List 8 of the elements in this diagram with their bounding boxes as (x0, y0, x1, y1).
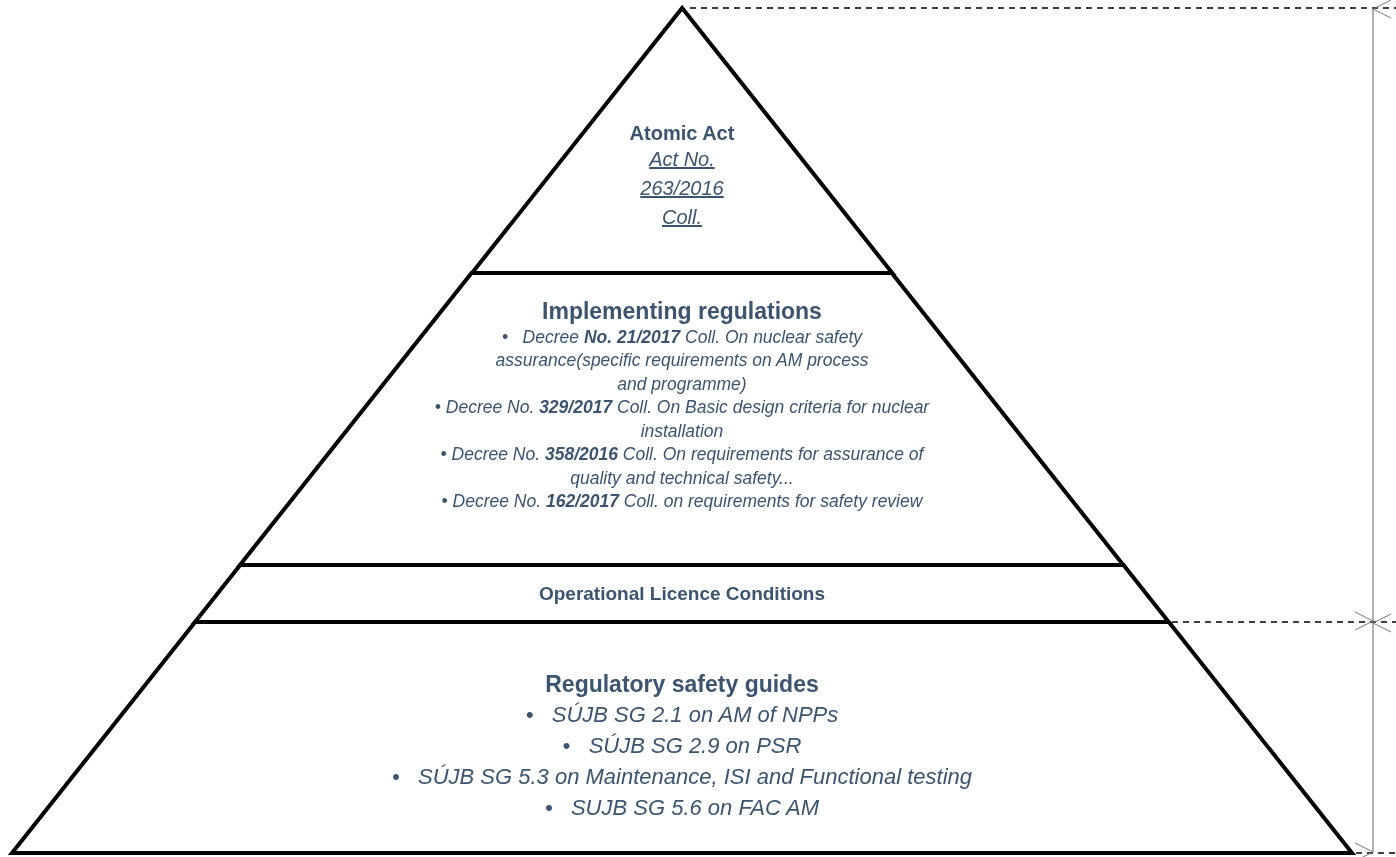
act-reference: Act No. 263/2016 Coll. (639, 147, 725, 230)
regulation-item: • Decree No. 162/2017 Coll. on requirements for safety review (441, 490, 923, 514)
regulation-item: • Decree No. 358/2016 Coll. On requirements for assurance of quality and technical safety... (439, 443, 925, 490)
regulation-item: • Decree No. 329/2017 Coll. On Basic design criteria for nuclear installation (433, 396, 931, 443)
regulation-item: • Decree No. 21/2017 Coll. On nuclear safety assurance(specific requirements on AM process and programme) (494, 325, 870, 396)
tier-heading: Operational Licence Conditions (538, 583, 826, 606)
tier-heading: Implementing regulations (542, 298, 822, 326)
tier-heading: Atomic Act (629, 121, 735, 145)
